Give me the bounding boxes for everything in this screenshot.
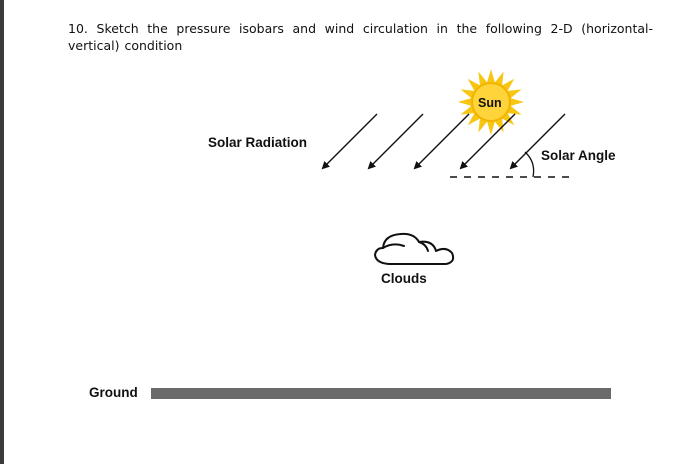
ground-label: Ground: [89, 385, 138, 400]
sun-icon: [458, 69, 524, 135]
radiation-ray-5: [509, 113, 566, 170]
radiation-ray-3: [413, 113, 470, 170]
angle-arc-icon: [524, 151, 535, 178]
question-text: 10. Sketch the pressure isobars and wind…: [68, 21, 653, 53]
solar-angle-label: Solar Angle: [541, 148, 616, 163]
radiation-ray-4: [459, 113, 516, 170]
solar-radiation-rays: [321, 113, 566, 170]
cloud-icon: [374, 232, 455, 265]
radiation-ray-2: [367, 113, 424, 170]
clouds-label: Clouds: [381, 271, 427, 286]
ground-surface: [151, 388, 611, 399]
page-left-edge: [0, 0, 4, 464]
sun-label: Sun: [478, 96, 502, 110]
solar-radiation-label: Solar Radiation: [208, 135, 308, 150]
radiation-ray-1: [321, 113, 378, 170]
sun-disk: [471, 82, 511, 122]
